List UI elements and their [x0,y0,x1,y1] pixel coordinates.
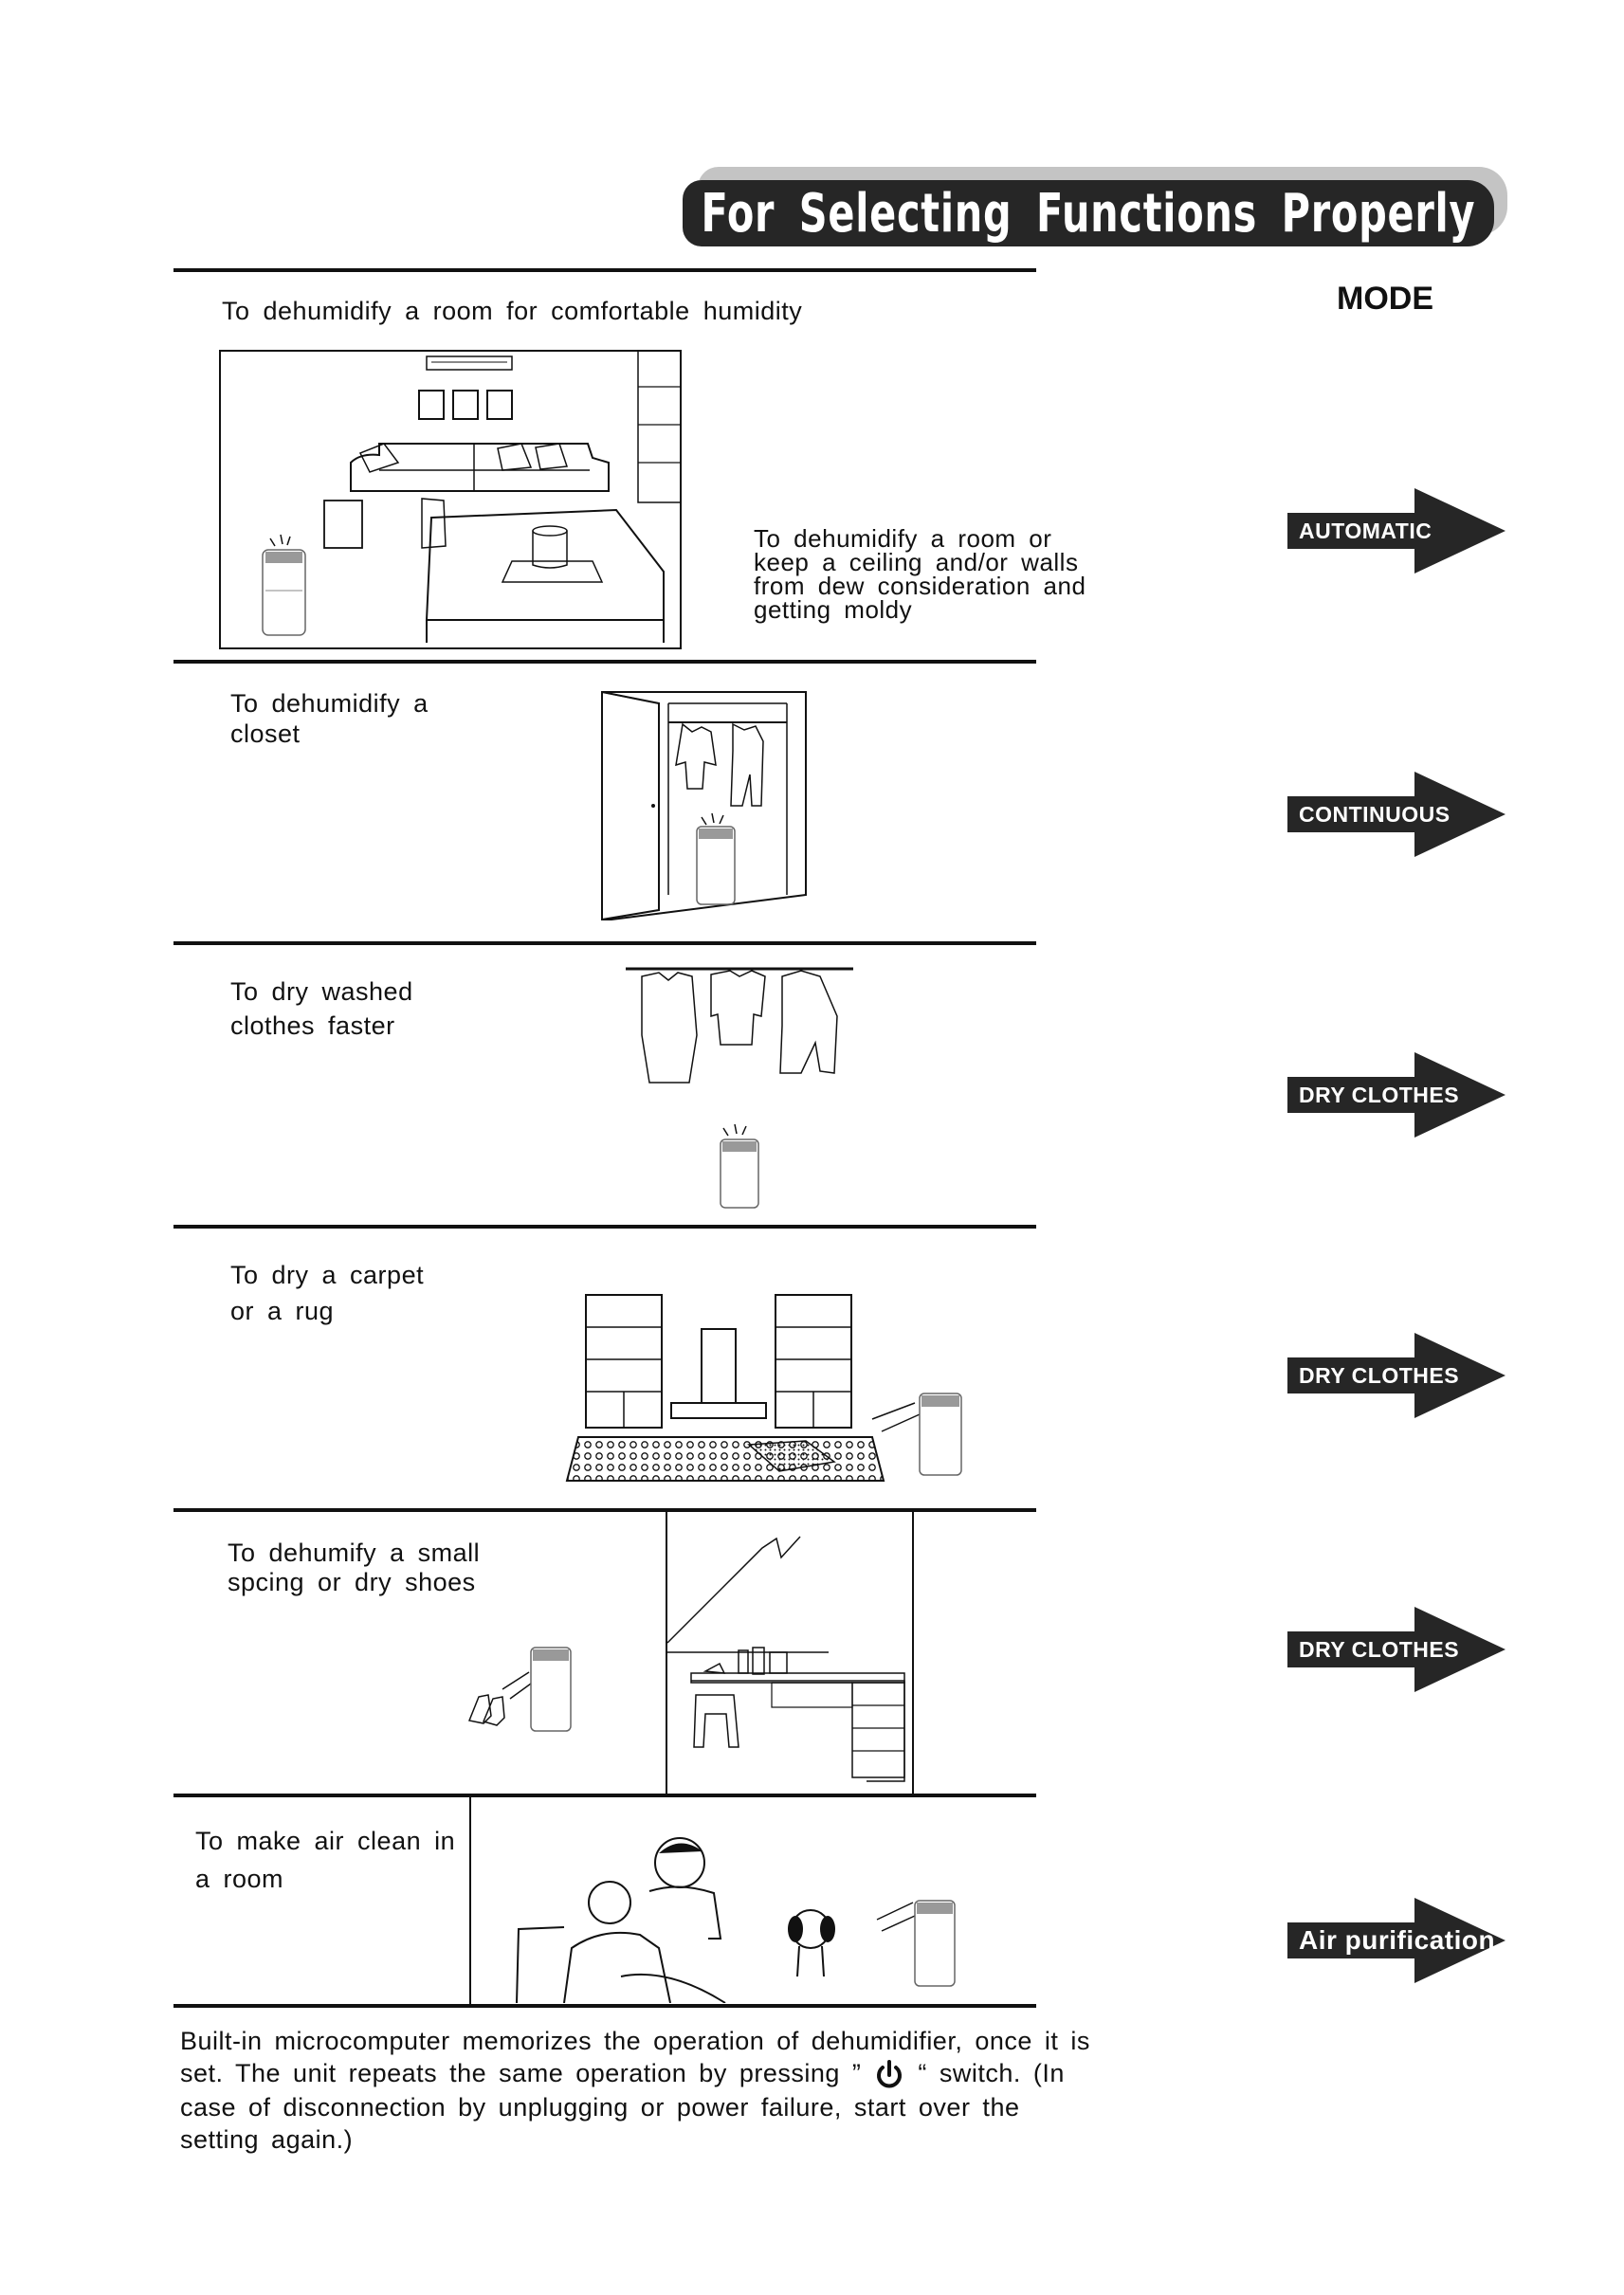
power-icon [877,2059,903,2088]
mode-label-air-purification: Air purification [1299,1925,1496,1955]
row-divider [173,2004,1036,2008]
panel-divider [469,1795,471,2004]
family-room-illustration [507,1834,981,2004]
mode-arrow-air-purification: Air purification [1287,1898,1505,1983]
page-title: For Selecting Functions Properly [701,182,1476,245]
row-divider [173,268,1036,272]
row-divider [173,941,1036,945]
mode-label-dry-clothes: DRY CLOTHES [1299,1363,1460,1388]
mode-label-dry-clothes: DRY CLOTHES [1299,1083,1460,1107]
mode-label-dry-clothes: DRY CLOTHES [1299,1637,1460,1662]
panel-divider [666,1510,667,1794]
clothes-drying-illustration [621,959,858,1215]
row-6-description: To make air clean in a room [195,1827,456,1893]
mode-column-heading: MODE [1337,281,1433,317]
mode-arrow-dry-clothes: DRY CLOTHES [1287,1607,1505,1692]
panel-divider [912,1510,914,1794]
row-3-description: To dry washed clothes faster [230,977,413,1040]
footnote-text-before: Built-in microcomputer memorizes the ope… [180,2027,1090,2087]
mode-arrow-continuous: CONTINUOUS [1287,772,1505,857]
row-5-description: To dehumify a small spcing or dry shoes [228,1539,481,1596]
living-room-illustration [218,349,683,650]
row-4-description: To dry a carpet or a rug [230,1261,425,1325]
closet-illustration [593,684,815,923]
page-title-bar: For Selecting Functions Properly [683,180,1494,246]
row-divider [173,1225,1036,1229]
carpet-illustration [559,1291,976,1486]
mode-label-automatic: AUTOMATIC [1299,519,1432,543]
row-divider [173,1794,1036,1797]
mode-label-continuous: CONTINUOUS [1299,802,1451,827]
study-room-illustration [666,1510,912,1794]
footnote-text-after: “ switch. (In case of disconnection by u… [180,2059,1065,2154]
shoes-dehumidifier-illustration [465,1640,578,1735]
memory-footnote: Built-in microcomputer memorizes the ope… [180,2025,1090,2156]
mode-arrow-dry-clothes: DRY CLOTHES [1287,1333,1505,1418]
row-divider [173,660,1036,664]
mode-arrow-automatic: AUTOMATIC [1287,488,1505,574]
row-1-description: To dehumidify a room for comfortable hum… [222,297,803,325]
mode-arrow-dry-clothes: DRY CLOTHES [1287,1052,1505,1138]
row-divider [173,1508,1036,1512]
row-1-side-note: To dehumidify a room or keep a ceiling a… [754,524,1086,624]
row-2-description: To dehumidify a closet [230,689,429,748]
